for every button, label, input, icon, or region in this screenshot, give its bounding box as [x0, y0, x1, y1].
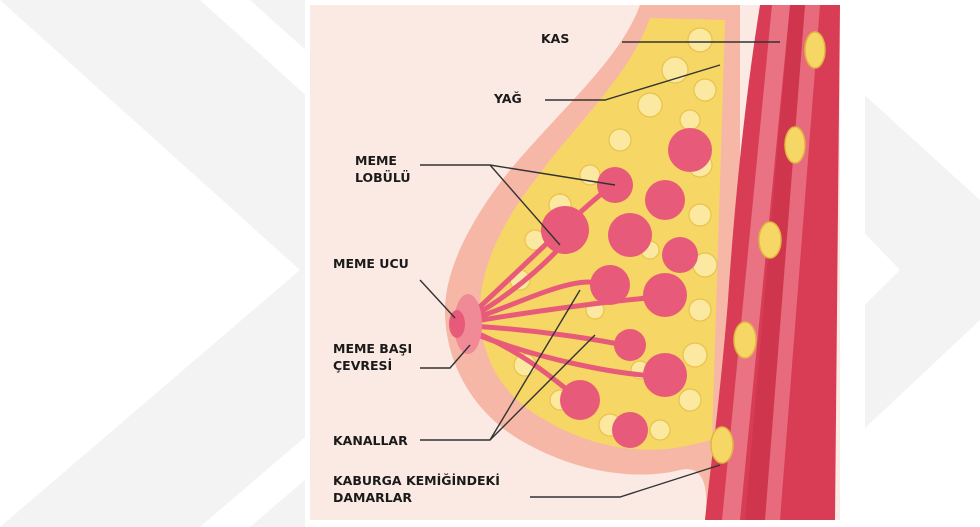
label-meme-lobulu: MEME LOBÜLÜ [355, 152, 411, 186]
lobule [608, 213, 652, 257]
label-meme-ucu: MEME UCU [333, 255, 409, 272]
lobule [662, 237, 698, 273]
label-yag: YAĞ [494, 90, 522, 107]
label-kas: KAS [541, 30, 569, 47]
lobule [612, 412, 648, 448]
lobule [643, 273, 687, 317]
lobule [668, 128, 712, 172]
label-kaburga-kemigindeki-damarlar: KABURGA KEMİĞİNDEKİ DAMARLAR [333, 472, 500, 506]
label-kanallar: KANALLAR [333, 432, 408, 449]
label-meme-basi-cevresi: MEME BAŞI ÇEVRESİ [333, 340, 412, 374]
lobule [645, 180, 685, 220]
